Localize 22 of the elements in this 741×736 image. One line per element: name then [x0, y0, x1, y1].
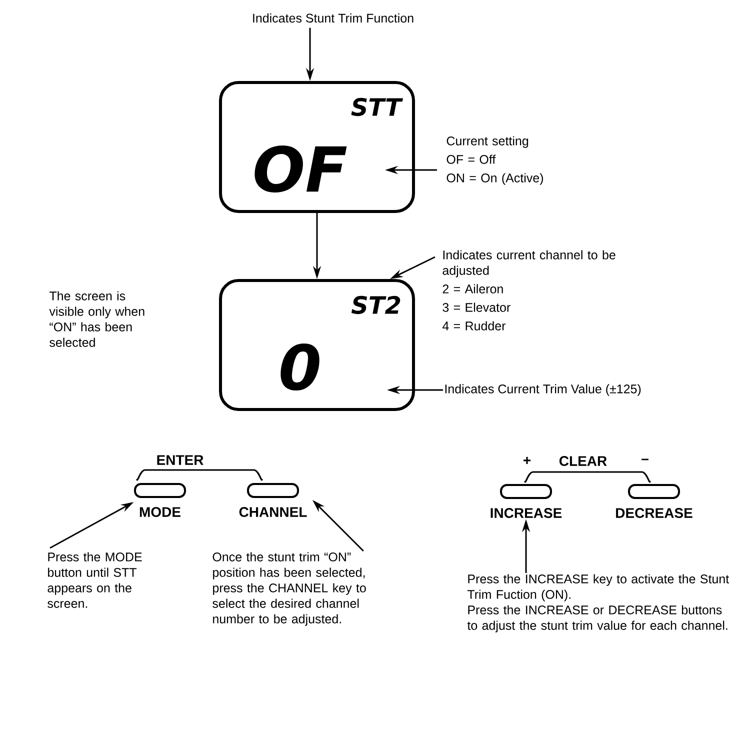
- lcd-screen: STT OF: [219, 81, 415, 213]
- key-button: CHANNEL: [239, 483, 307, 517]
- callout-text: Indicates Current Trim Value (±125): [445, 384, 641, 396]
- callout-text: Current setting OF = Off ON = On (Active): [446, 136, 543, 185]
- node-label: DECREASE: [616, 508, 692, 518]
- callout-text: Indicates current channel to be adjusted 2 = Aileron 3 = Elevator 4 = Rudder: [442, 250, 616, 330]
- node-label: CHANNEL: [239, 507, 307, 517]
- note-text: The screen is visible only when “ON” has been selected: [49, 291, 144, 347]
- key-label: CLEAR: [559, 456, 607, 466]
- minus-sign: –: [642, 458, 648, 460]
- instruction-text: Press the MODE button until STT appears on the screen.: [48, 552, 142, 608]
- node-label: MODE: [140, 507, 180, 517]
- plus-sign: +: [524, 456, 531, 464]
- key-button: INCREASE: [490, 484, 562, 518]
- instruction-text: Once the stunt trim “ON” position has been selected, press the CHANNEL key to select the desired channel number to be adjusted.: [212, 552, 366, 626]
- node-label: INCREASE: [490, 508, 562, 518]
- key-button: MODE: [134, 483, 186, 517]
- instruction-text: Press the INCREASE key to activate the Stunt Trim Fuction (ON). Press the INCREASE or DECREASE buttons to adjust the stunt trim value for each channel.: [467, 574, 730, 632]
- lcd-screen: ST2 0: [219, 279, 415, 411]
- caption-text: Indicates Stunt Trim Function: [253, 13, 414, 23]
- key-label: ENTER: [157, 455, 204, 465]
- key-button: DECREASE: [616, 484, 692, 518]
